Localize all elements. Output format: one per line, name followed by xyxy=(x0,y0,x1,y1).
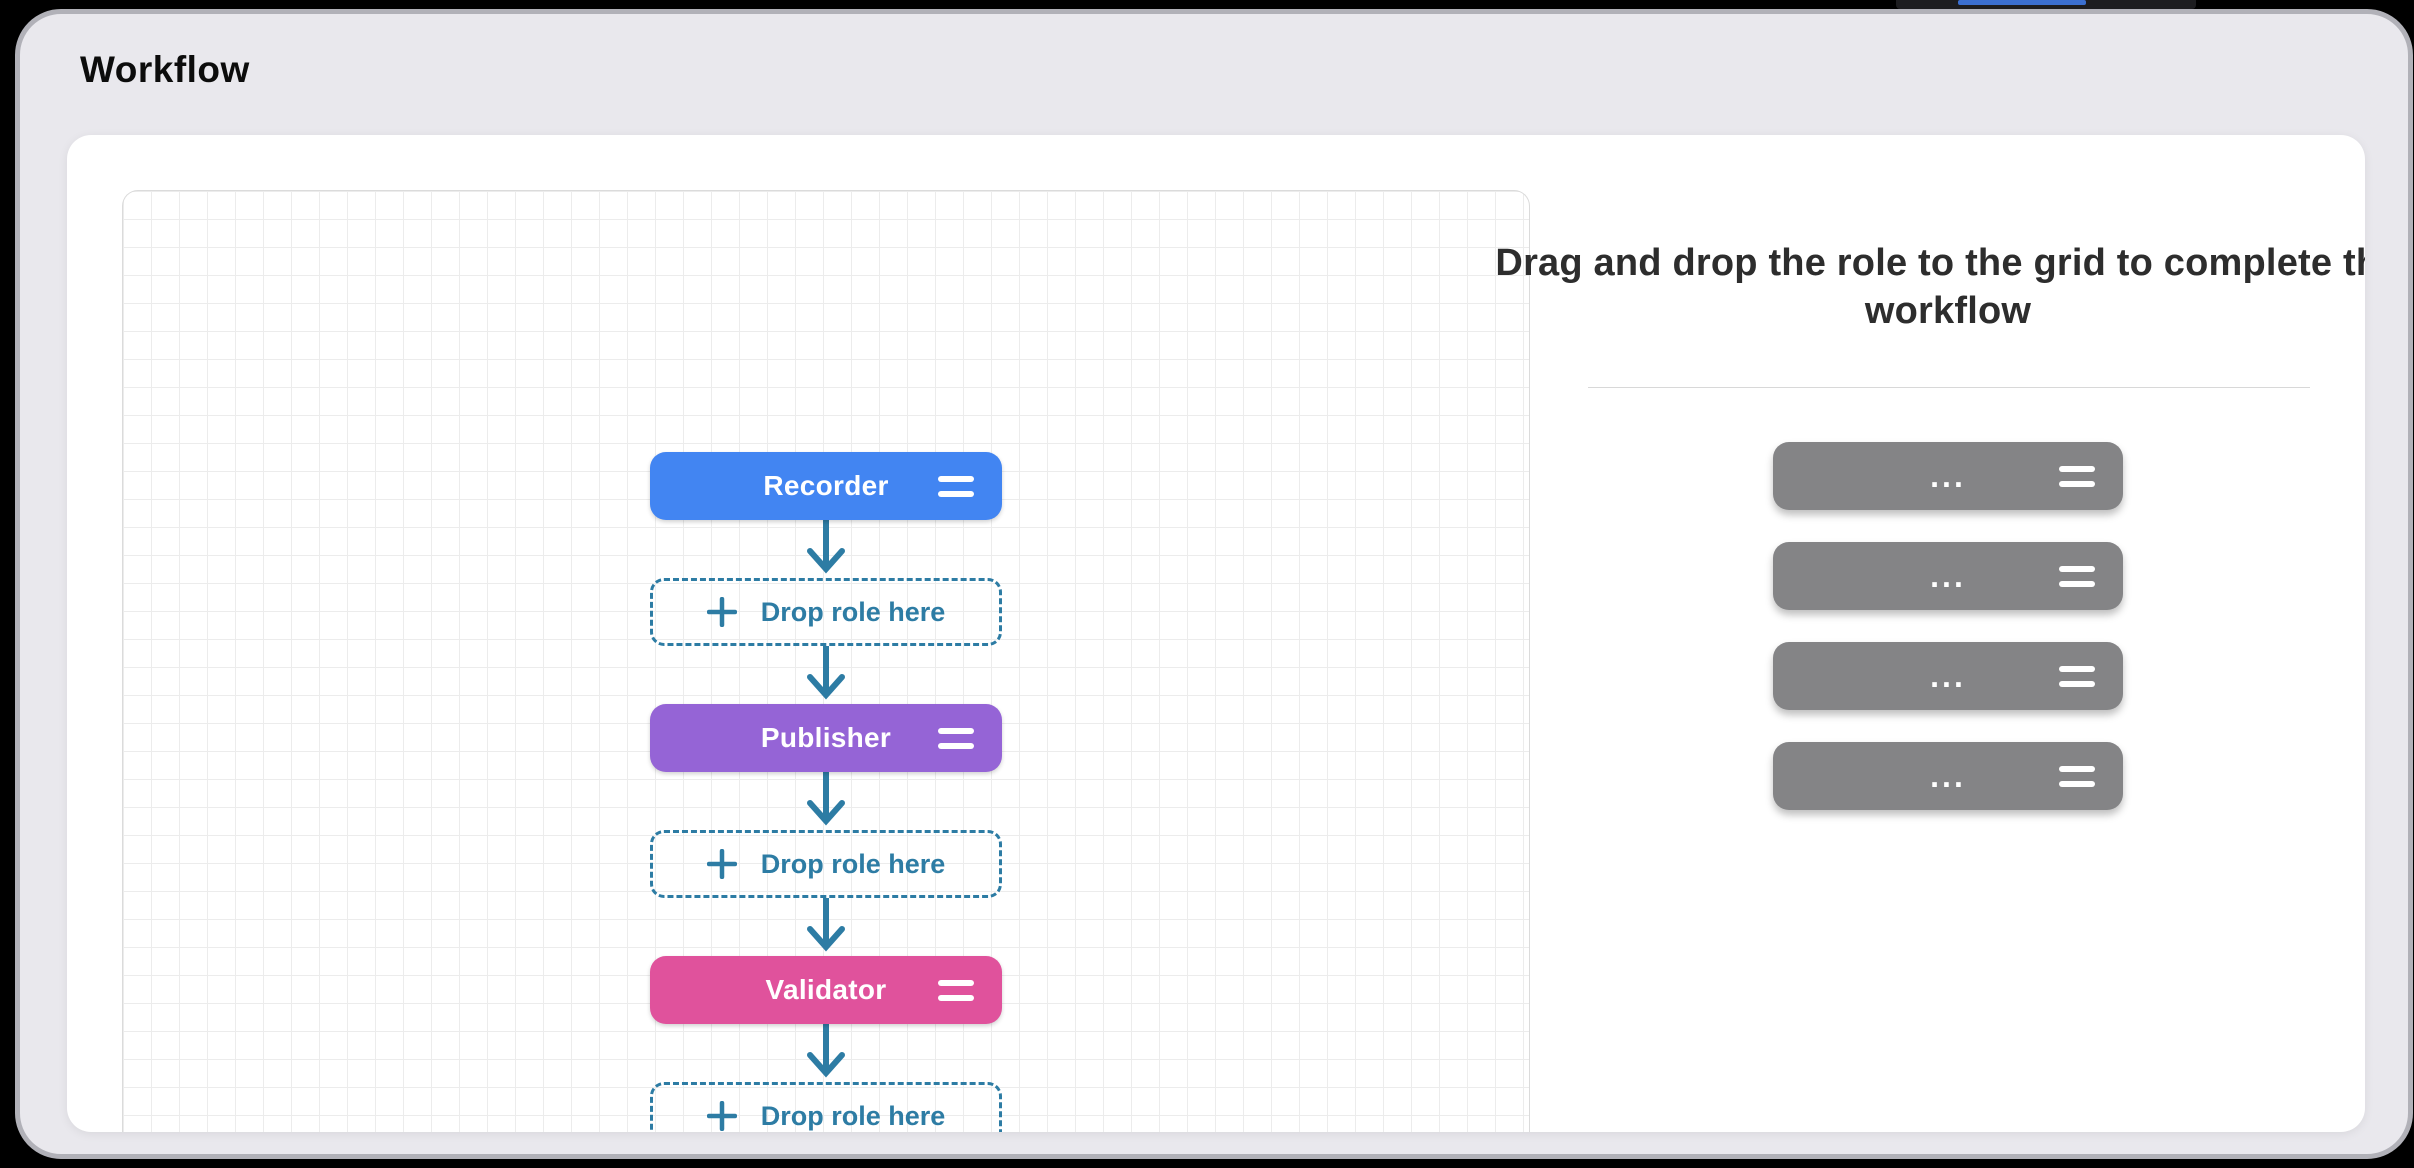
drag-handle-icon[interactable] xyxy=(2059,665,2095,687)
role-node-recorder[interactable]: Recorder xyxy=(650,452,1002,520)
role-node-validator[interactable]: Validator xyxy=(650,956,1002,1024)
drag-handle-bar xyxy=(2059,565,2095,572)
drop-zone-label: Drop role here xyxy=(760,596,946,627)
drag-handle-bar xyxy=(938,979,974,986)
drop-zone-1[interactable]: Drop role here xyxy=(650,578,1002,646)
drag-handle-bar xyxy=(938,994,974,1001)
plus-icon xyxy=(706,1101,737,1131)
drop-zone-2[interactable]: Drop role here xyxy=(650,830,1002,898)
drag-handle-icon[interactable] xyxy=(2059,765,2095,787)
drag-handle-bar xyxy=(938,742,974,749)
palette-item-3[interactable]: ... xyxy=(1773,642,2123,710)
drag-handle-bar xyxy=(2059,480,2095,487)
workflow-card: Recorder Drop role here xyxy=(67,135,2365,1132)
drag-handle-bar xyxy=(938,490,974,497)
workflow-grid-canvas[interactable]: Recorder Drop role here xyxy=(122,190,1530,1132)
arrow-down-icon xyxy=(807,520,845,574)
arrow-down-icon xyxy=(807,772,845,826)
arrow-down-icon xyxy=(807,1024,845,1078)
drag-handle-bar xyxy=(2059,665,2095,672)
panel-divider xyxy=(1588,387,2310,388)
background-window-accent-line xyxy=(1958,0,2086,5)
drag-handle-bar xyxy=(2059,465,2095,472)
palette-instruction: Drag and drop the role to the grid to co… xyxy=(1495,242,2365,332)
role-palette: ... ... ... xyxy=(1773,442,2123,842)
drag-handle-icon[interactable] xyxy=(938,727,974,749)
role-node-label: Publisher xyxy=(760,722,892,753)
drag-handle-bar xyxy=(2059,580,2095,587)
drag-handle-bar xyxy=(2059,765,2095,772)
workflow-stack: Recorder Drop role here xyxy=(650,452,1002,1132)
plus-icon xyxy=(706,597,737,627)
drag-handle-icon[interactable] xyxy=(2059,465,2095,487)
palette-item-label: ... xyxy=(1930,658,1966,694)
role-node-publisher[interactable]: Publisher xyxy=(650,704,1002,772)
palette-item-4[interactable]: ... xyxy=(1773,742,2123,810)
drop-zone-label: Drop role here xyxy=(760,848,946,879)
drag-handle-icon[interactable] xyxy=(2059,565,2095,587)
palette-item-2[interactable]: ... xyxy=(1773,542,2123,610)
palette-item-1[interactable]: ... xyxy=(1773,442,2123,510)
drag-handle-bar xyxy=(2059,680,2095,687)
role-node-label: Recorder xyxy=(763,470,889,501)
app-window: Workflow Recorder xyxy=(15,9,2413,1159)
palette-item-label: ... xyxy=(1930,758,1966,794)
drag-handle-icon[interactable] xyxy=(938,475,974,497)
drop-zone-3[interactable]: Drop role here xyxy=(650,1082,1002,1132)
drag-handle-bar xyxy=(938,475,974,482)
drag-handle-bar xyxy=(938,727,974,734)
arrow-down-icon xyxy=(807,898,845,952)
role-node-label: Validator xyxy=(765,974,887,1005)
palette-item-label: ... xyxy=(1930,458,1966,494)
page-title: Workflow xyxy=(80,49,250,90)
drag-handle-icon[interactable] xyxy=(938,979,974,1001)
palette-item-label: ... xyxy=(1930,558,1966,594)
arrow-down-icon xyxy=(807,646,845,700)
drag-handle-bar xyxy=(2059,780,2095,787)
drop-zone-label: Drop role here xyxy=(760,1100,946,1131)
plus-icon xyxy=(706,849,737,879)
